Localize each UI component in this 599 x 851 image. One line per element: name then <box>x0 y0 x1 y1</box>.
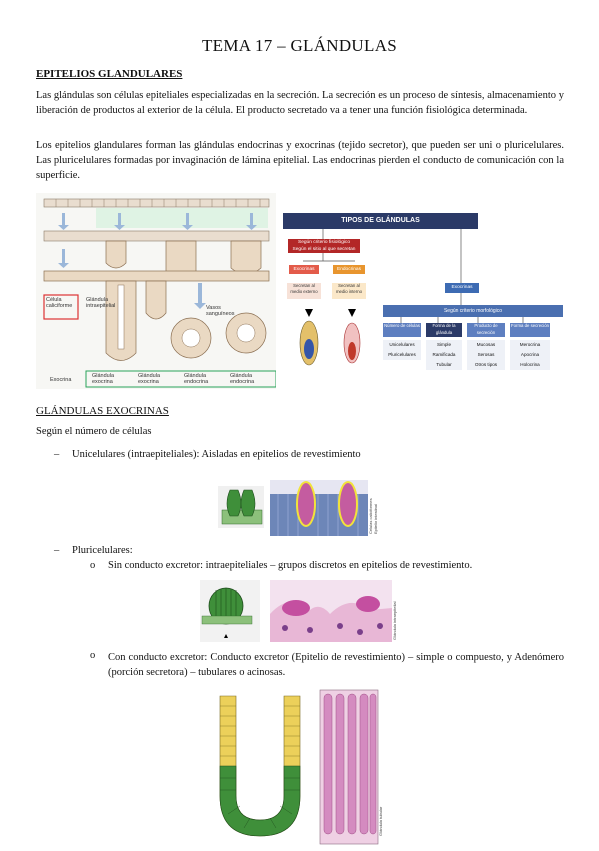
endo-desc-box: Secretan al medio interno <box>332 283 366 299</box>
exocrinas-box: Exocrinas <box>289 265 319 274</box>
col2-list: Simple Ramificada Tubular <box>426 340 462 370</box>
item-con-conducto: Con conducto excretor: Conducto excretor… <box>108 652 564 678</box>
intraepithelial-figure: Glándula intraepitelial <box>200 580 404 642</box>
label-vasos: Vasos sanguíneos <box>206 305 235 317</box>
dash-marker: – <box>54 449 60 460</box>
caption-img3: Glándula tubular <box>378 806 383 836</box>
subheading-numero-celulas: Según el número de células <box>36 426 152 437</box>
gland-types-chart: TIPOS DE GLÁNDULAS Según criterio fisiol… <box>283 213 566 391</box>
bullet-marker: o <box>90 560 96 571</box>
bottom-label-2: Glándula exocrina <box>138 373 161 385</box>
col1-item: Pluricelulares <box>388 352 416 357</box>
intraepithelial-image <box>200 580 392 642</box>
goblet-cell-figure: Células caliciformes Epitelio intestinal <box>218 480 380 536</box>
exo-desc-box: Secretan al medio externo <box>287 283 321 299</box>
paragraph-definition: Las glándulas son células epiteliales es… <box>36 90 564 116</box>
col1-list: Unicelulares Pluricelulares <box>383 340 421 360</box>
col3-item: Otros tipos <box>474 362 498 367</box>
exocrinas-right-box: Exocrinas <box>445 283 479 293</box>
col-header-1: Número de células <box>383 323 421 337</box>
col-header-4: Forma de secreción <box>510 323 550 337</box>
endocrinas-box: Endocrinas <box>333 265 365 274</box>
gland-formation-diagram <box>36 193 277 389</box>
section-heading-exocrinas: GLÁNDULAS EXOCRINAS <box>36 405 169 417</box>
item-unicelulares: Unicelulares (intraepiteliales): Aislada… <box>72 449 361 460</box>
bullet-marker: o <box>90 650 96 661</box>
col4-item: Holocrina <box>520 362 540 367</box>
section-heading-epitelios: EPITELIOS GLANDULARES <box>36 68 183 80</box>
bottom-label-3: Glándula endocrina <box>184 373 209 385</box>
label-celula-caliciforme: Célula caliciforme <box>46 297 73 309</box>
goblet-cell-image <box>218 480 368 536</box>
dash-marker: – <box>54 545 60 556</box>
col-header-3: Producto de secreción <box>467 323 505 337</box>
col1-item: Unicelulares <box>389 342 415 347</box>
col-header-2: Forma de la glándula <box>426 323 462 337</box>
bottom-label-1: Glándula exocrina <box>92 373 115 385</box>
paragraph-types: Los epitelios glandulares forman las glá… <box>36 140 564 181</box>
caption-img2: Glándula intraepitelial <box>392 601 397 640</box>
col3-item: Serosas <box>477 352 495 357</box>
col2-item: Ramificada <box>432 352 456 357</box>
col3-list: Mucosas Serosas Otros tipos <box>467 340 505 370</box>
item-sin-conducto: Sin conducto excretor: intraepiteliales … <box>108 560 473 571</box>
col4-item: Apocrina <box>520 352 540 357</box>
fisio-header: Según criterio fisiológico <box>298 240 350 245</box>
col4-list: Merocrina Apocrina Holocrina <box>510 340 550 370</box>
label-exocrina: Exocrina <box>50 377 72 383</box>
col4-item: Merocrina <box>519 342 541 347</box>
fisio-box: Según criterio fisiológico Según el siti… <box>288 239 360 253</box>
gland-formation-figure: Célula caliciforme Glándula intraepiteli… <box>36 193 277 389</box>
label-glandula-intraepitelial: Glándula intraepitelial <box>86 297 116 309</box>
col2-item: Simple <box>436 342 452 347</box>
tubular-gland-figure: Glándula tubular <box>214 686 390 846</box>
chart-connectors <box>299 229 524 366</box>
caption-img1: Células caliciformes Epitelio intestinal <box>368 498 378 534</box>
bottom-label-4: Glándula endocrina <box>230 373 255 385</box>
fisio-subheader: Según el sitio al que secretan <box>292 247 356 252</box>
morfo-header: Según criterio morfológico <box>383 305 563 317</box>
tubular-gland-image <box>214 686 379 846</box>
col3-item: Mucosas <box>476 342 496 347</box>
chart-header: TIPOS DE GLÁNDULAS <box>283 213 478 229</box>
page-title: TEMA 17 – GLÁNDULAS <box>201 36 398 55</box>
item-pluricelulares: Pluricelulares: <box>72 545 133 556</box>
col2-item: Tubular <box>436 362 452 367</box>
